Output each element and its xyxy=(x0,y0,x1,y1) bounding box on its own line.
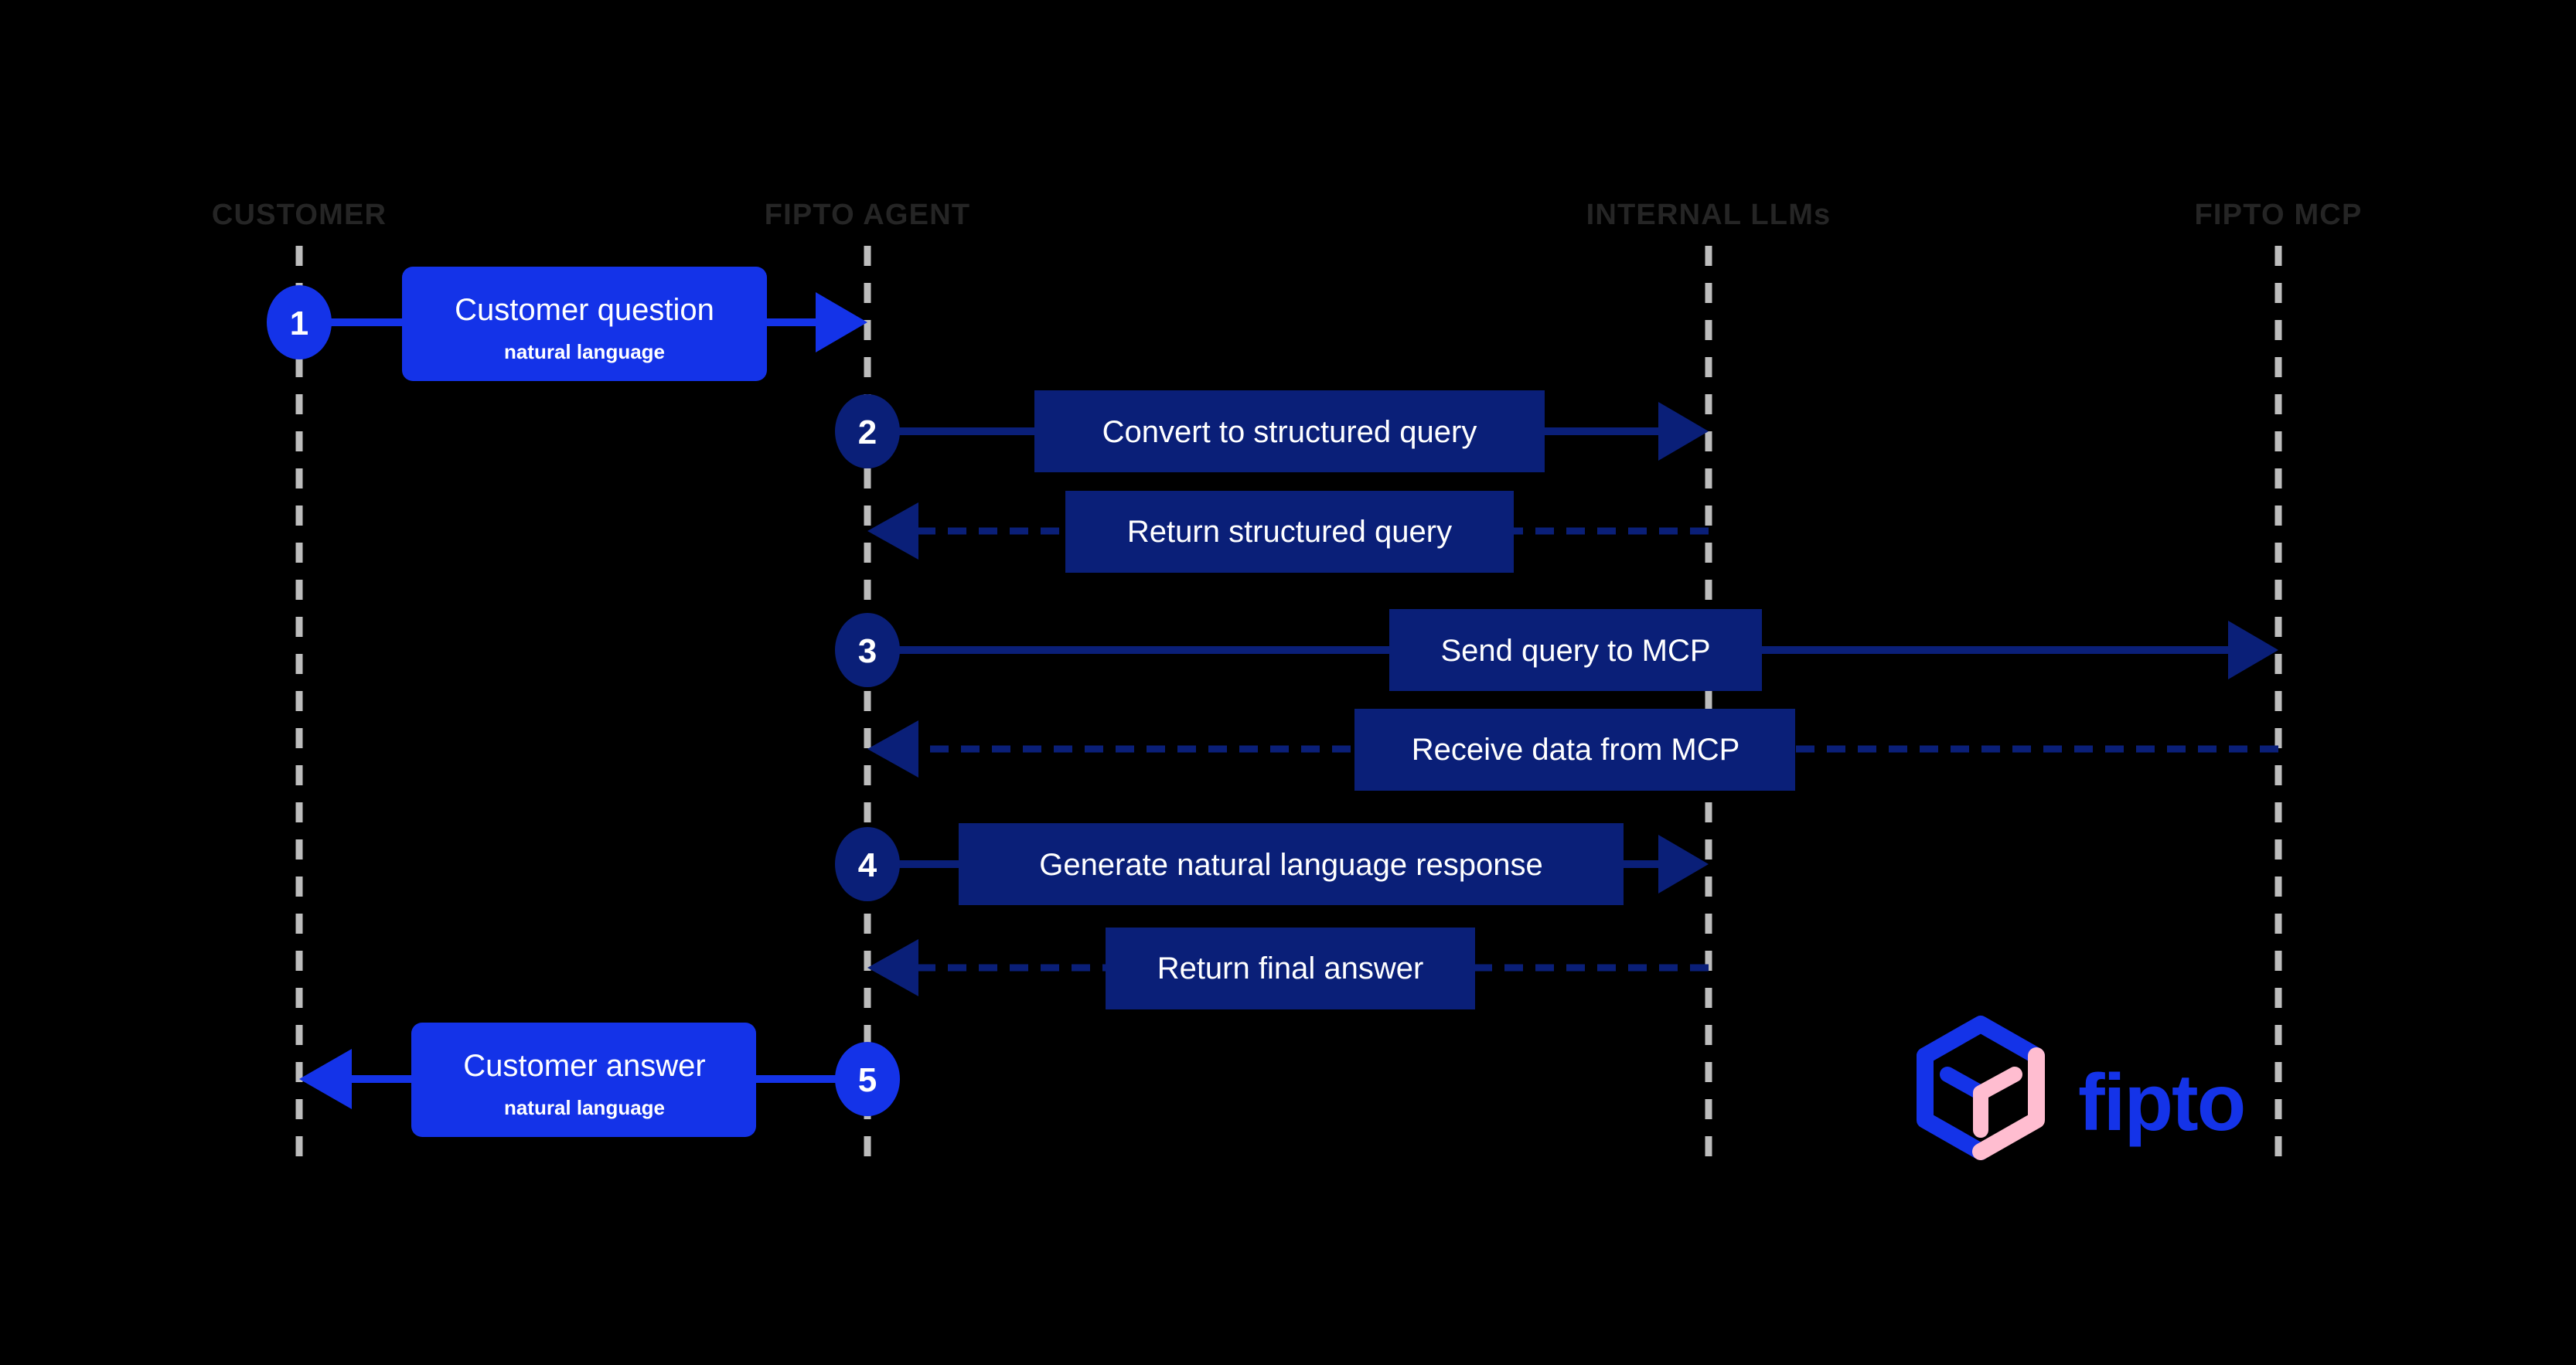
message-row-5: Receive data from MCP xyxy=(867,709,2278,791)
step-number-4: 4 xyxy=(858,846,877,884)
message-row-3: Return structured query xyxy=(867,491,1709,573)
fipto-wordmark: fipto xyxy=(2078,1058,2244,1148)
message-box-2 xyxy=(1034,390,1545,472)
fipto-hexagon-cube-logo-icon xyxy=(1917,1016,2045,1160)
message-box-8 xyxy=(411,1023,756,1137)
message-label-6: Generate natural language response xyxy=(1039,848,1543,882)
message-label-5: Receive data from MCP xyxy=(1412,733,1740,767)
message-sublabel-1: natural language xyxy=(504,340,665,363)
step-badge-5 xyxy=(835,1042,900,1116)
actor-label-customer: CUSTOMER xyxy=(212,199,387,231)
message-row-4: Send query to MCP 3 xyxy=(835,609,2278,691)
message-box-3 xyxy=(1065,491,1514,573)
message-label-8: Customer answer xyxy=(463,1049,705,1083)
message-arrowhead-8 xyxy=(299,1049,352,1109)
actor-headers: CUSTOMER FIPTO AGENT INTERNAL LLMs FIPTO… xyxy=(212,199,2363,231)
message-box-1 xyxy=(402,267,767,381)
message-sublabel-8: natural language xyxy=(504,1096,665,1119)
message-row-6: Generate natural language response 4 xyxy=(835,823,1709,905)
message-row-2: Convert to structured query 2 xyxy=(835,390,1709,472)
message-box-4 xyxy=(1389,609,1762,691)
message-arrowhead-2 xyxy=(1658,402,1709,461)
message-arrowhead-3 xyxy=(867,502,918,560)
message-label-1: Customer question xyxy=(455,293,714,327)
step-number-2: 2 xyxy=(858,414,877,451)
fipto-logo: fipto xyxy=(1917,1016,2246,1160)
step-number-3: 3 xyxy=(858,632,877,670)
actor-label-fipto-mcp: FIPTO MCP xyxy=(2195,199,2363,231)
step-number-5: 5 xyxy=(858,1061,877,1099)
message-label-3: Return structured query xyxy=(1127,515,1452,549)
message-row-8: Customer answer natural language 5 xyxy=(299,1023,900,1137)
actor-label-fipto-agent: FIPTO AGENT xyxy=(765,199,971,231)
message-arrowhead-1 xyxy=(816,292,867,352)
message-row-1: Customer question natural language 1 xyxy=(267,267,867,381)
message-arrowhead-5 xyxy=(867,720,918,778)
message-row-7: Return final answer xyxy=(867,928,1709,1009)
message-arrowhead-6 xyxy=(1658,835,1709,894)
message-arrowhead-7 xyxy=(867,939,918,996)
message-box-5 xyxy=(1354,709,1795,791)
step-badge-2 xyxy=(835,394,900,468)
actor-label-internal-llms: INTERNAL LLMs xyxy=(1586,199,1831,231)
step-badge-1 xyxy=(267,285,332,359)
message-box-7 xyxy=(1106,928,1475,1009)
message-label-2: Convert to structured query xyxy=(1102,415,1477,449)
message-arrowhead-4 xyxy=(2228,621,2278,679)
step-number-1: 1 xyxy=(290,305,308,342)
step-badge-3 xyxy=(835,613,900,687)
message-label-4: Send query to MCP xyxy=(1440,634,1710,668)
step-badge-4 xyxy=(835,827,900,901)
message-box-6 xyxy=(959,823,1624,905)
message-label-7: Return final answer xyxy=(1157,951,1424,985)
